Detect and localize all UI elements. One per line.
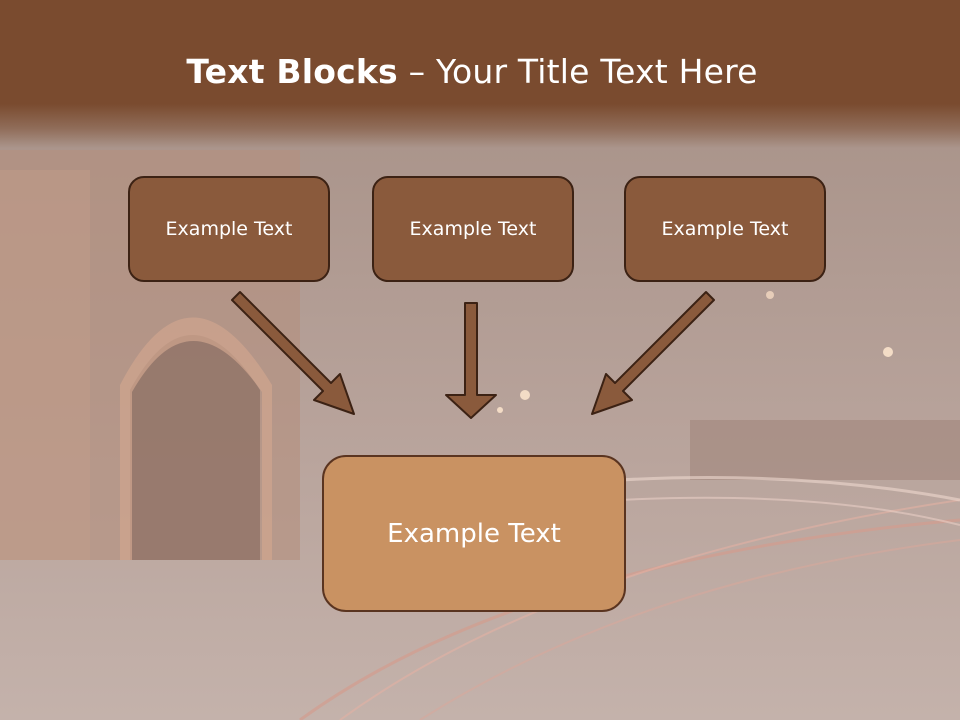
title-bold: Text Blocks [186, 52, 398, 91]
title-rest: – Your Title Text Here [397, 52, 758, 91]
text-block-1-label: Example Text [165, 218, 293, 240]
text-block-2-label: Example Text [409, 218, 537, 240]
text-block-main-label: Example Text [387, 518, 561, 549]
arrow-right-icon [591, 291, 715, 415]
arrow-left-icon [231, 291, 355, 415]
text-block-3-label: Example Text [661, 218, 789, 240]
arrow-center-icon [445, 302, 497, 419]
text-block-3[interactable]: Example Text [624, 176, 826, 282]
title-bar: Text Blocks – Your Title Text Here [0, 0, 960, 148]
text-block-main[interactable]: Example Text [322, 455, 626, 612]
slide-title: Text Blocks – Your Title Text Here [0, 52, 944, 91]
text-block-1[interactable]: Example Text [128, 176, 330, 282]
text-block-2[interactable]: Example Text [372, 176, 574, 282]
